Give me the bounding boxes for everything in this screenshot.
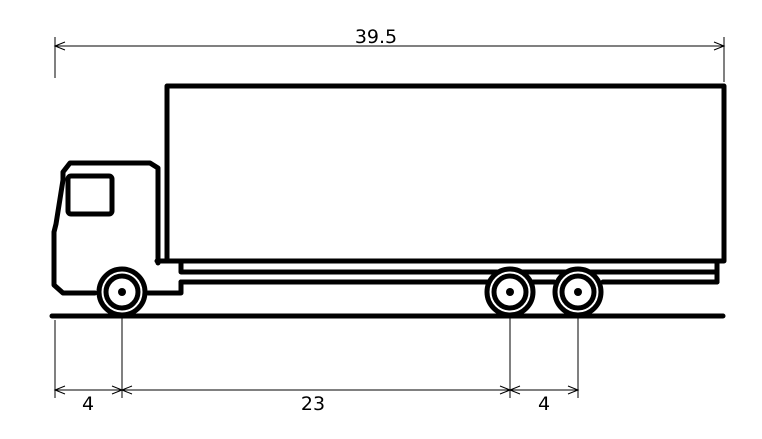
cab [51,160,184,296]
overall-right-arrow [713,41,726,51]
cab-body [51,160,184,296]
rear-wheel-1 [484,266,536,318]
trailer-box [154,83,727,285]
rear-wheel-2 [552,266,604,318]
front-wheel [96,266,148,318]
trailer-body [164,83,727,264]
tandem-spacing-label: 4 [538,393,550,415]
chassis-rail [154,258,720,275]
bottom-dimensions: 4 23 4 [53,316,580,415]
overall-length-dimension: 39.5 [53,26,726,82]
overall-length-label: 39.5 [355,26,397,48]
wheelbase-label: 23 [301,393,325,415]
overall-left-arrow [53,41,66,51]
cab-window [65,173,115,217]
front-overhang-label: 4 [82,393,94,415]
